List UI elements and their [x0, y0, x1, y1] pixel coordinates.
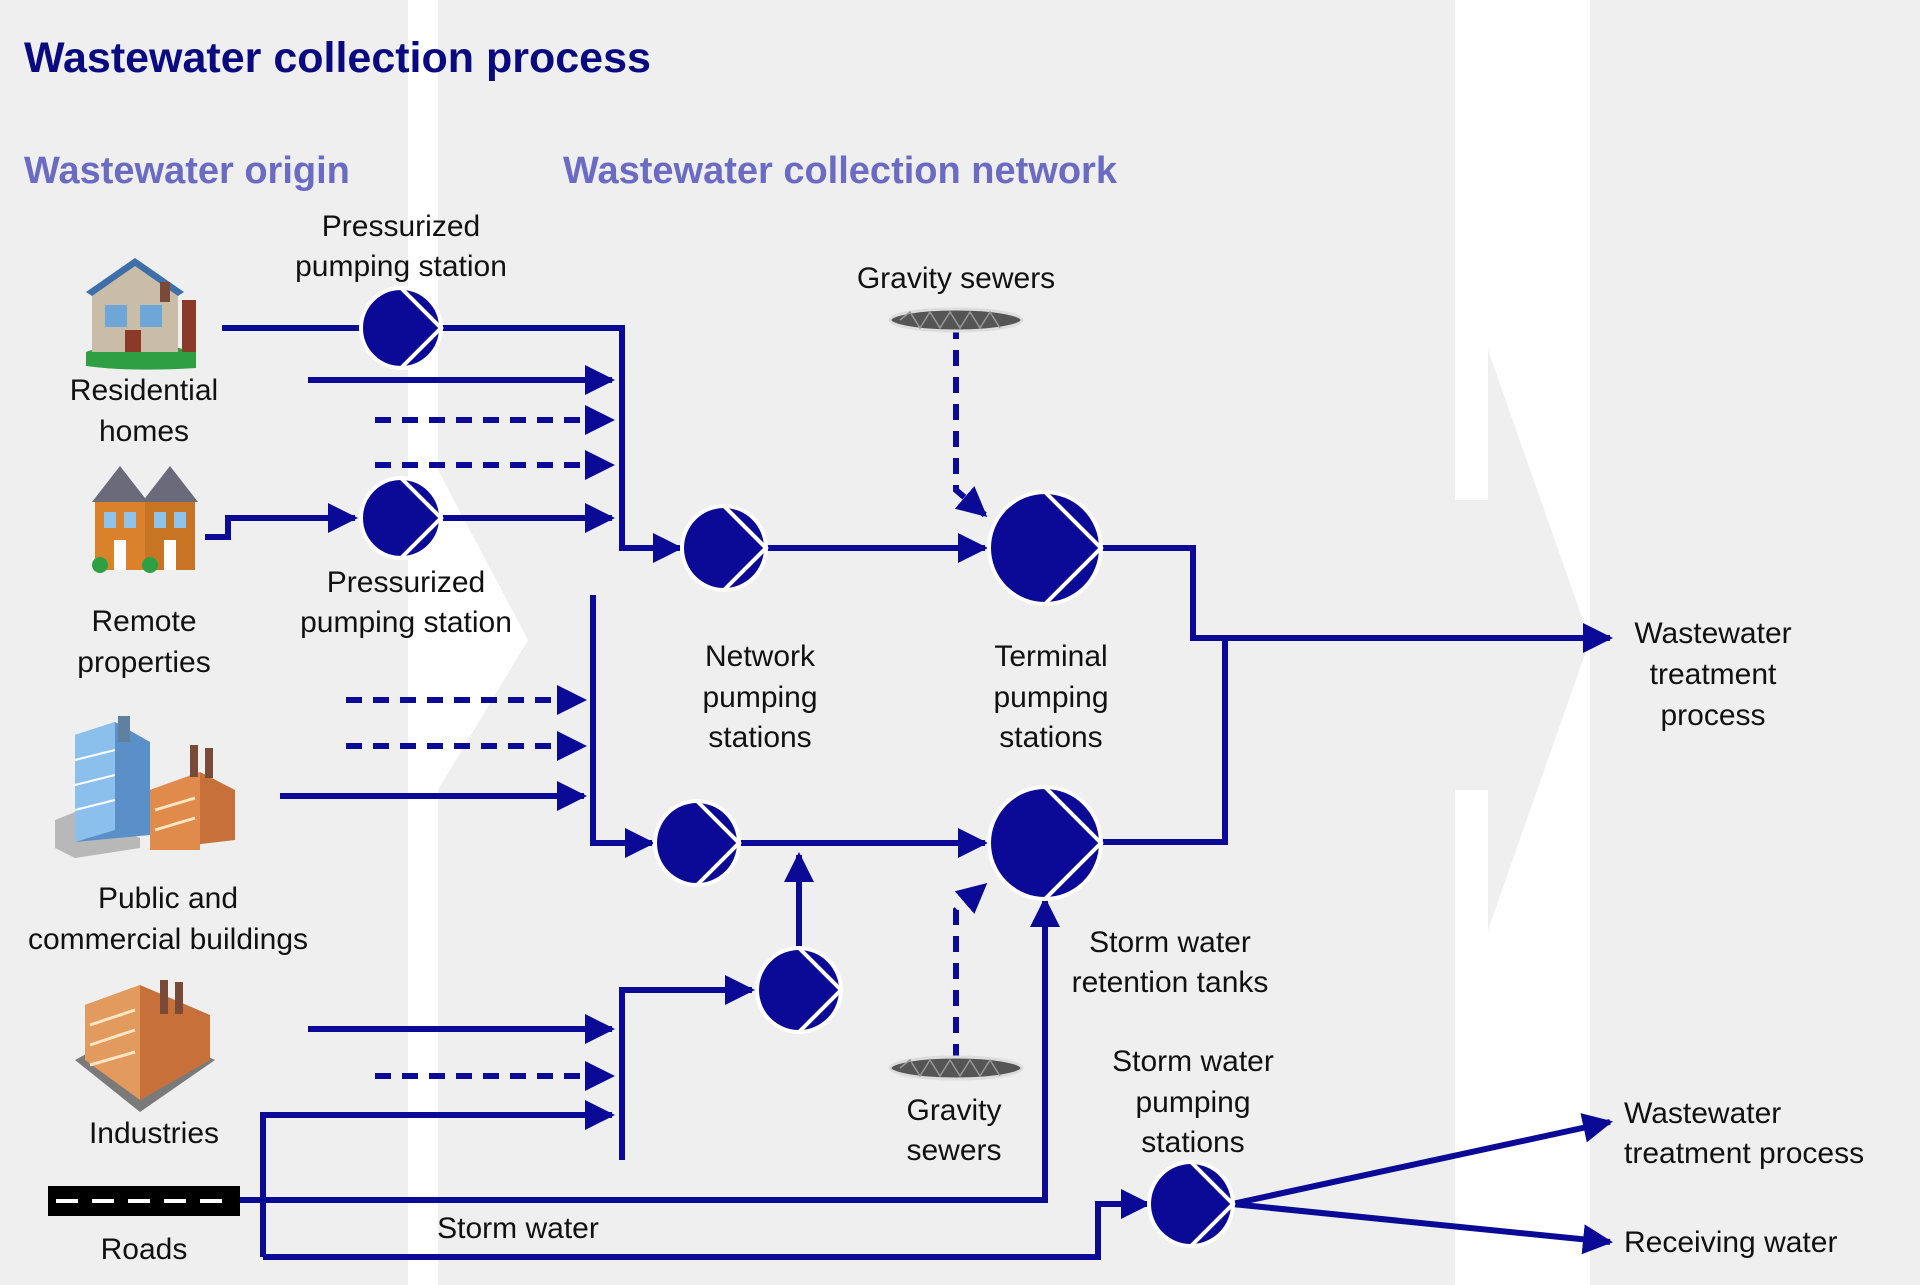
label-network-2: pumping — [702, 681, 817, 714]
label-residential-2: homes — [99, 415, 189, 448]
industry-factory-icon — [75, 980, 215, 1112]
road-icon — [48, 1186, 240, 1216]
labels-left-aligned: Wastewater treatment process Receiving w… — [1624, 1097, 1864, 1259]
labels: Pressurized pumping station Gravity sewe… — [28, 210, 1792, 1266]
label-network: Network — [705, 640, 816, 673]
gravity-sewer-icon — [888, 1055, 1024, 1081]
gravity-sewer-icon — [888, 307, 1024, 333]
flow-storm-lower — [263, 1189, 1151, 1260]
flow-roads — [235, 897, 1060, 1203]
flow-public-collector — [590, 595, 655, 858]
label-industries: Industries — [89, 1117, 219, 1150]
label-retention: Storm water — [1089, 926, 1251, 959]
label-receiving: Receiving water — [1624, 1226, 1837, 1259]
label-pressurized-mid-2: pumping station — [300, 606, 512, 639]
pump-terminal-bottom — [987, 785, 1104, 901]
pump-top-pressurized — [359, 286, 444, 370]
label-pressurized-mid: Pressurized — [327, 566, 485, 599]
label-terminal: Terminal — [994, 640, 1107, 673]
label-storm-water: Storm water — [437, 1212, 599, 1245]
section-origin-title: Wastewater origin — [24, 150, 350, 192]
label-wtp-bottom: Wastewater — [1624, 1097, 1781, 1130]
label-wtp-bottom-2: treatment process — [1624, 1137, 1864, 1170]
pump-network-top — [680, 504, 769, 592]
flow-terminal-bottom — [1100, 638, 1228, 845]
label-gravity-top: Gravity sewers — [857, 262, 1055, 295]
flow-ind-collector — [619, 975, 755, 1160]
section-network-title: Wastewater collection network — [563, 150, 1118, 192]
flow-terminal-top — [1100, 545, 1613, 653]
flow-storm-wtp — [1231, 1113, 1613, 1207]
label-gravity-bottom: Gravity — [906, 1094, 1001, 1127]
pump-small-feed — [755, 946, 844, 1034]
pump-terminal-top — [987, 490, 1104, 606]
diagram-title: Wastewater collection process — [24, 34, 651, 82]
label-storm-pump: Storm water — [1112, 1045, 1274, 1078]
label-remote-2: properties — [77, 646, 210, 679]
label-residential: Residential — [70, 374, 218, 407]
label-wtp: Wastewater — [1634, 617, 1791, 650]
flow-gravity-bottom — [953, 882, 988, 1060]
label-storm-pump-2: pumping — [1135, 1086, 1250, 1119]
label-public: Public and — [98, 882, 238, 915]
label-wtp-3: process — [1660, 699, 1765, 732]
flow-remote — [205, 503, 358, 540]
public-commercial-buildings-icon — [55, 716, 235, 858]
pump-network-bottom — [653, 799, 742, 887]
flow-lines — [205, 323, 1613, 1260]
label-terminal-3: stations — [999, 721, 1102, 754]
flow-gravity-top — [953, 323, 988, 518]
remote-properties-icon — [92, 466, 198, 573]
label-public-2: commercial buildings — [28, 923, 308, 956]
label-terminal-2: pumping — [993, 681, 1108, 714]
flow-storm-receiving — [1231, 1201, 1613, 1255]
label-pressurized-top: Pressurized — [322, 210, 480, 243]
residential-homes-icon — [86, 258, 196, 370]
label-roads: Roads — [101, 1233, 188, 1266]
label-gravity-bottom-2: sewers — [906, 1134, 1001, 1167]
label-storm-pump-3: stations — [1141, 1126, 1244, 1159]
flow-storm-upper — [260, 1100, 615, 1257]
pump-mid-pressurized — [359, 476, 444, 560]
label-remote: Remote — [91, 605, 196, 638]
label-retention-2: retention tanks — [1072, 966, 1269, 999]
pump-storm — [1147, 1160, 1236, 1248]
label-pressurized-top-2: pumping station — [295, 250, 507, 283]
label-network-3: stations — [708, 721, 811, 754]
label-wtp-2: treatment — [1650, 658, 1777, 691]
